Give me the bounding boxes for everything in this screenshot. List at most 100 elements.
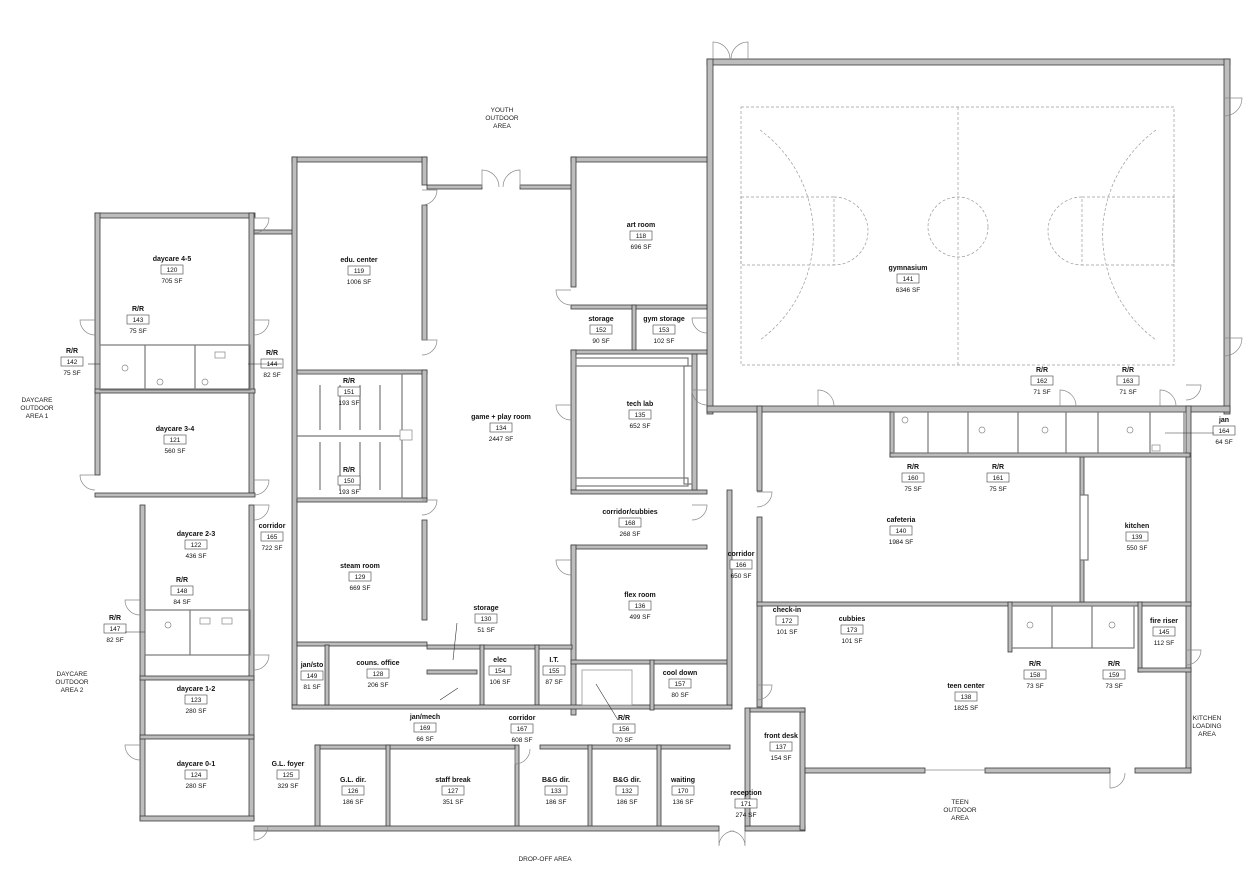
room-area: 73 SF	[1026, 683, 1043, 690]
room-number-box	[260, 358, 284, 369]
room-area: 75 SF	[63, 370, 80, 377]
room-area: 75 SF	[989, 486, 1006, 493]
room-name: R/R	[176, 577, 188, 584]
room-name: edu. center	[340, 257, 378, 264]
room-area: 329 SF	[278, 783, 299, 790]
room-area: 1825 SF	[954, 705, 979, 712]
doors	[79, 41, 1243, 847]
room-number: 132	[622, 788, 633, 795]
room-number-box	[1125, 531, 1149, 542]
room-number: 136	[635, 603, 646, 610]
room-number: 164	[1219, 428, 1230, 435]
room-area: 499 SF	[630, 614, 651, 621]
room-number: 172	[782, 618, 793, 625]
room-name: R/R	[992, 464, 1004, 471]
room-name: corridor	[259, 523, 286, 530]
daycare-restroom-fixtures	[99, 344, 251, 656]
room-area: 71 SF	[1033, 389, 1050, 396]
room-number-box	[1152, 626, 1176, 637]
room-number: 149	[307, 673, 318, 680]
room-number: 171	[741, 801, 752, 808]
room-number-box	[441, 785, 465, 796]
room-number: 135	[635, 412, 646, 419]
room-name: R/R	[907, 464, 919, 471]
room-name: corridor	[509, 715, 536, 722]
room-number: 144	[267, 361, 278, 368]
room-number-box	[734, 798, 758, 809]
room-area: 64 SF	[1215, 439, 1232, 446]
room-label-flex-room: flex room 136 499 SF	[624, 592, 656, 621]
room-name: corridor/cubbies	[602, 509, 657, 516]
room-number-box	[347, 265, 371, 276]
room-name: storage	[473, 605, 498, 612]
room-area: 51 SF	[477, 627, 494, 634]
room-area: 274 SF	[736, 812, 757, 819]
room-number-box	[729, 559, 753, 570]
room-number-box	[184, 539, 208, 550]
room-area: 696 SF	[631, 244, 652, 251]
room-number: 147	[110, 626, 121, 633]
room-area: 73 SF	[1105, 683, 1122, 690]
room-name: waiting	[670, 777, 695, 784]
east-restroom-fixtures	[893, 411, 1185, 649]
room-number-box	[170, 585, 194, 596]
room-area: 101 SF	[777, 629, 798, 636]
room-number: 159	[1109, 672, 1120, 679]
room-number: 170	[678, 788, 689, 795]
room-name: daycare 4-5	[153, 256, 192, 263]
dropoff-label: DROP-OFF AREA	[518, 856, 572, 863]
basketball-court	[740, 106, 1175, 366]
room-number-box	[889, 525, 913, 536]
room-area: 81 SF	[303, 684, 320, 691]
room-number-box	[775, 615, 799, 626]
room-name: jan/sto	[300, 662, 324, 669]
room-area: 66 SF	[416, 736, 433, 743]
room-area: 351 SF	[443, 799, 464, 806]
room-number-box	[160, 264, 184, 275]
room-number-box	[668, 678, 692, 689]
room-name: teen center	[947, 683, 985, 690]
room-number: 140	[896, 528, 907, 535]
room-area: 193 SF	[339, 400, 360, 407]
room-number: 168	[625, 520, 636, 527]
room-number-box	[618, 517, 642, 528]
room-number: 125	[283, 772, 294, 779]
room-area: 2447 SF	[489, 436, 514, 443]
room-name: jan/mech	[409, 714, 440, 721]
room-number-box	[413, 722, 437, 733]
room-number-box	[629, 230, 653, 241]
room-number-box	[366, 668, 390, 679]
room-area: 206 SF	[368, 682, 389, 689]
room-name: storage	[588, 316, 613, 323]
room-area: 90 SF	[592, 338, 609, 345]
room-name: flex room	[624, 592, 656, 599]
room-number: 134	[496, 425, 507, 432]
room-name: daycare 0-1	[177, 761, 216, 768]
room-area: 560 SF	[165, 448, 186, 455]
room-area: 193 SF	[339, 489, 360, 496]
room-number: 148	[177, 588, 188, 595]
room-number: 155	[549, 668, 560, 675]
room-number: 153	[659, 327, 670, 334]
room-number-box	[769, 741, 793, 752]
